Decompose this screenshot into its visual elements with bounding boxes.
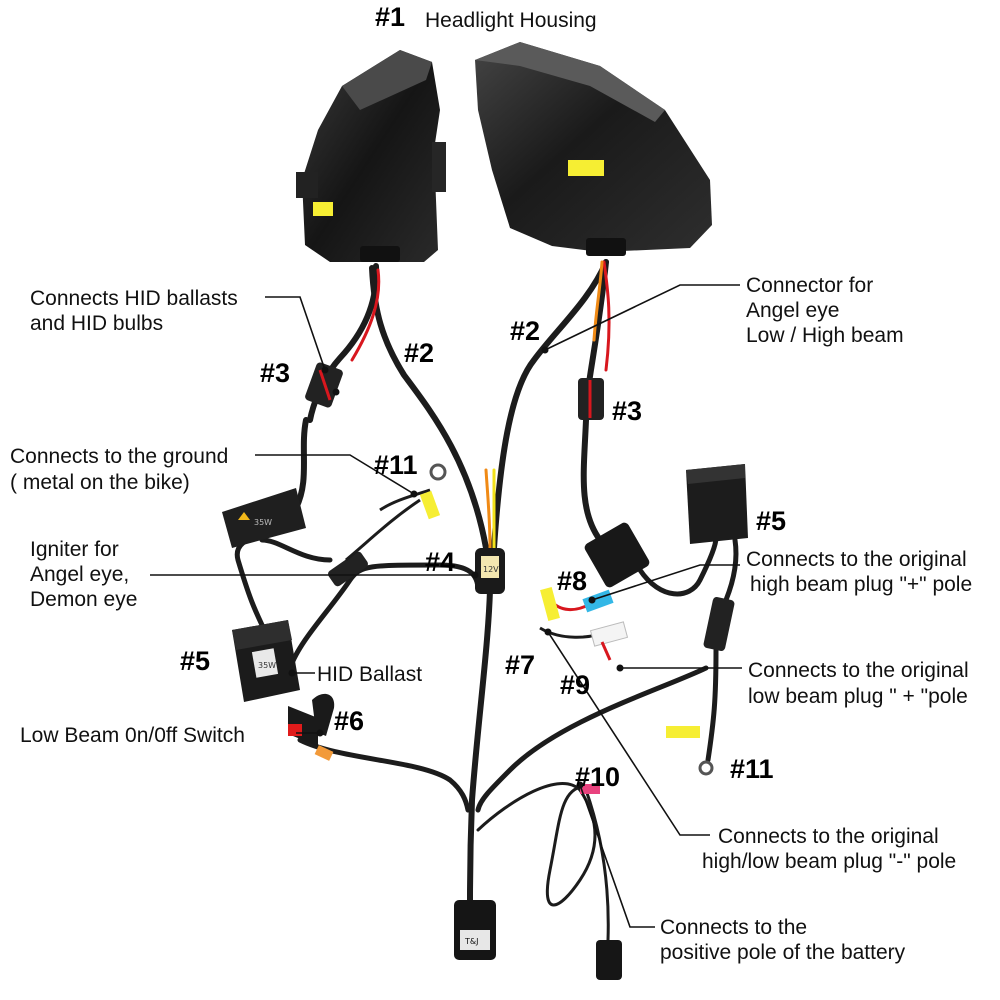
label-hid-ballasts-line2: and HID bulbs: [30, 312, 164, 335]
label-number-3-left: #3: [260, 358, 291, 388]
label-number-1: #1: [375, 2, 406, 32]
label-battery-line2: positive pole of the battery: [660, 941, 906, 964]
relay-box: [454, 900, 496, 960]
relay-box-text: T&J: [464, 937, 478, 946]
ground-ring-left: [379, 463, 447, 520]
label-number-8: #8: [557, 566, 588, 596]
label-low-beam-switch: Low Beam 0n/0ff Switch: [20, 724, 245, 747]
label-number-7: #7: [505, 650, 536, 680]
label-number-4: #4: [425, 547, 456, 577]
igniter-module-right: [584, 522, 650, 588]
label-angel-eye-connector-line1: Connector for: [746, 274, 874, 297]
left-headlight-housing: [296, 50, 446, 262]
connector-3-left: [305, 362, 343, 408]
label-headlight-housing: Headlight Housing: [425, 9, 597, 32]
igniter-text: 12V: [483, 565, 499, 574]
label-hid-ballast: HID Ballast: [317, 663, 423, 686]
label-low-beam-plus-line1: Connects to the original: [748, 659, 969, 682]
label-angel-eye-connector-line3: Low / High beam: [746, 324, 904, 347]
label-number-3-right: #3: [612, 396, 643, 426]
label-number-10: #10: [575, 762, 621, 792]
control-box-4: [475, 548, 505, 594]
connector-right-low: [703, 597, 735, 651]
igniter-connector: [328, 498, 421, 587]
label-high-beam-plus-line2: high beam plug "+" pole: [750, 573, 973, 596]
leader-lines: [150, 284, 742, 928]
label-high-beam-plus-line1: Connects to the original: [746, 548, 967, 571]
right-headlight-housing: [475, 42, 712, 256]
label-number-5-left: #5: [180, 646, 211, 676]
ground-ring-right: [666, 726, 714, 776]
label-number-5-right: #5: [756, 506, 787, 536]
connector-3-right: [578, 378, 604, 420]
ballast-right-text: 35W: [258, 661, 276, 670]
label-hilo-minus-line2: high/low beam plug "-" pole: [702, 850, 957, 873]
label-igniter-line1: Igniter for: [30, 538, 119, 561]
label-hid-ballasts-line1: Connects HID ballasts: [30, 287, 238, 310]
ballast-left-text: 35W: [254, 518, 272, 527]
label-low-beam-plus-line2: low beam plug " + "pole: [748, 685, 968, 708]
hid-ballast-right: [686, 464, 748, 544]
low-beam-switch: [288, 693, 335, 761]
label-ground-line2: ( metal on the bike): [10, 471, 190, 494]
plug-pins: [539, 586, 629, 661]
label-number-9: #9: [560, 670, 591, 700]
label-igniter-line2: Angel eye,: [30, 563, 130, 586]
label-battery-line1: Connects to the: [660, 916, 808, 939]
label-hilo-minus-line1: Connects to the original: [718, 825, 939, 848]
battery-fuse: [580, 784, 622, 980]
igniter-module-left: [222, 488, 306, 548]
label-igniter-line3: Demon eye: [30, 588, 138, 611]
leader-dots: [288, 346, 624, 789]
label-number-6: #6: [334, 706, 365, 736]
label-number-11-right: #11: [730, 754, 774, 784]
hid-ballast-left: [232, 620, 300, 702]
label-angel-eye-connector-line2: Angel eye: [746, 299, 840, 322]
label-number-11-top: #11: [374, 450, 418, 480]
label-number-2-left: #2: [404, 338, 435, 368]
label-number-2-right: #2: [510, 316, 541, 346]
label-ground-line1: Connects to the ground: [10, 445, 229, 468]
